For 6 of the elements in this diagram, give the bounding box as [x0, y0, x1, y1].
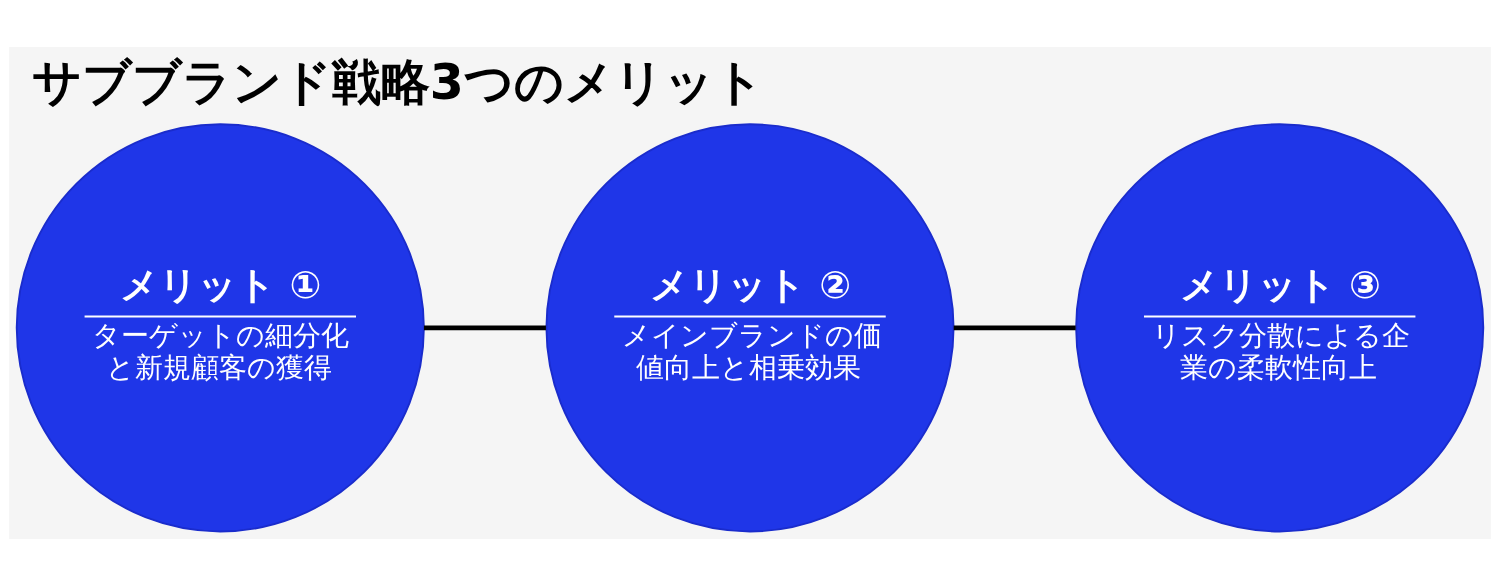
node-circle: メリット ① ターゲットの細分化と新規顧客の獲得	[15, 123, 425, 533]
diagram-title: サブブランド戦略3つのメリット	[31, 54, 764, 112]
node-circle: メリット ③ リスク分散による企業の柔軟性向上	[1075, 123, 1485, 533]
node-circle: メリット ② メインブランドの価値向上と相乗効果	[545, 123, 955, 533]
connector	[424, 325, 546, 331]
connector	[953, 325, 1076, 331]
